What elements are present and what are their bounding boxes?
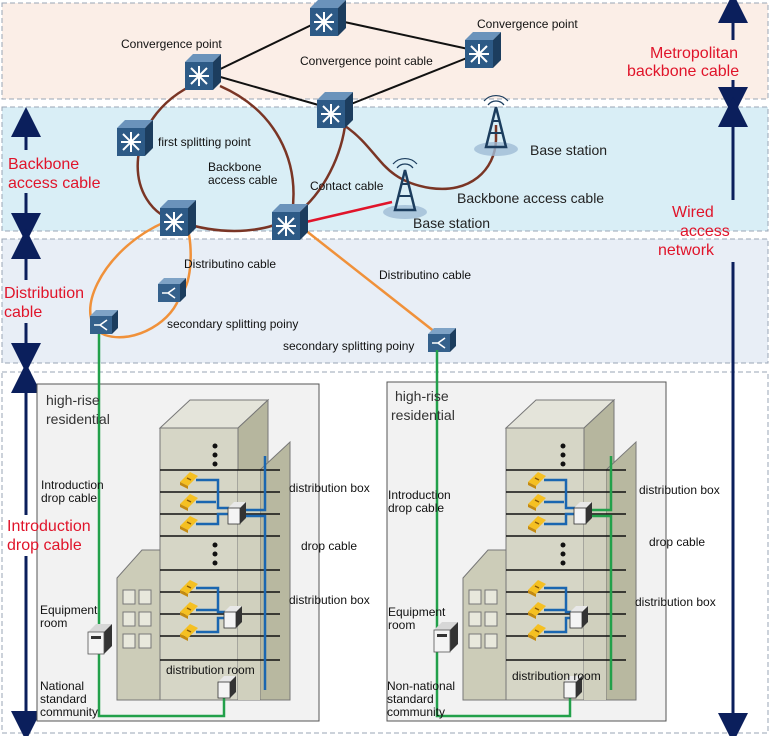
building-left-equipment-room-line1: Equipment	[40, 603, 98, 617]
building-left	[116, 398, 291, 701]
base-station-top-label: Base station	[530, 142, 608, 158]
building-left-dist-box-top: distribution box	[289, 481, 370, 495]
splitting-switch-lower-left-icon	[159, 199, 197, 237]
convergence-switch-left-icon	[184, 53, 222, 91]
distribution-cable-right	[299, 225, 441, 337]
backbone-access-branch	[219, 84, 295, 215]
intro-zone-label-line2: drop cable	[7, 537, 82, 554]
distribution-box-icon	[573, 501, 593, 525]
backbone-access-right	[344, 124, 498, 191]
secondary-splitter-left-icon	[89, 309, 119, 335]
secondary-splitter-mid-icon	[157, 277, 187, 303]
metro-ring	[209, 17, 483, 111]
convergence-point-right-label: Convergence point	[477, 17, 578, 31]
first-splitting-point-label: first splitting point	[158, 135, 251, 149]
building-left-equipment-room-line2: room	[40, 616, 68, 630]
backbone-access-cable-right-label: Backbone access cable	[457, 190, 605, 206]
building-right	[462, 398, 637, 701]
intro-drop-cable-left	[97, 334, 226, 718]
building-left-distribution-room: distribution room	[166, 663, 255, 677]
building-left-drop-cable: drop cable	[301, 539, 358, 553]
metro-backbone-zone	[1, 2, 769, 100]
base-station-bottom-label: Base station	[413, 215, 491, 231]
distribution-cable-left-label: Distributino cable	[184, 257, 277, 271]
equipment-room-server-icon	[87, 623, 113, 655]
building-right-title-line2: residential	[391, 407, 455, 423]
intro-drop-cable-right	[435, 350, 572, 718]
distribution-zone	[1, 238, 769, 364]
contact-cable-label: Contact cable	[310, 179, 384, 193]
metro-backbone-label-line1: Metropolitan	[650, 45, 739, 62]
splitting-switch-lower-right-icon	[271, 203, 309, 241]
wired-label-line1: Wired	[672, 204, 714, 221]
metro-backbone-label-line2: backbone cable	[627, 63, 740, 80]
building-right-title-line1: high-rise	[395, 388, 449, 404]
convergence-point-left-label: Convergence point	[121, 37, 222, 51]
distribution-zone-label-line2: cable	[4, 304, 43, 321]
building-right-community-line1: Non-national	[387, 679, 456, 693]
building-left-community-line1: National	[40, 679, 85, 693]
wired-label-line3: network	[658, 242, 715, 259]
building-right-equipment-room-line2: room	[388, 618, 416, 632]
backbone-zone-label-line2: access cable	[8, 175, 101, 192]
distribution-cable-right-label: Distributino cable	[379, 268, 472, 282]
convergence-switch-top-icon	[309, 0, 347, 37]
building-left-intro-drop-line2: drop cable	[41, 491, 98, 505]
contact-cable-line	[305, 200, 393, 224]
secondary-splitting-left-label: secondary splitting poiny	[167, 317, 299, 331]
building-left-community-line2: standard	[40, 692, 87, 706]
building-right-drop-cable: drop cable	[649, 535, 706, 549]
convergence-switch-right-icon	[464, 31, 502, 69]
convergence-switch-mid-icon	[316, 91, 354, 129]
building-left-title-line2: residential	[46, 411, 110, 427]
building-left-title-line1: high-rise	[46, 392, 100, 408]
equipment-room-server-icon	[433, 621, 459, 653]
building-right-equipment-room-line1: Equipment	[388, 605, 446, 619]
wired-label-line2: access	[680, 223, 730, 240]
first-splitting-switch-icon	[116, 119, 154, 157]
distribution-zone-label-line1: Distribution	[4, 285, 85, 302]
building-right-intro-drop-line1: Introduction	[388, 488, 451, 502]
building-left-intro-drop-line1: Introduction	[41, 478, 104, 492]
backbone-access-cable-label-line2: access cable	[208, 173, 278, 187]
building-right-community-line3: community	[387, 705, 446, 719]
distribution-box-icon	[569, 605, 589, 629]
building-left-community-line3: community	[40, 705, 99, 719]
convergence-point-cable-label: Convergence point cable	[300, 54, 433, 68]
building-right-community-line2: standard	[387, 692, 434, 706]
backbone-access-cable-label-line1: Backbone	[208, 160, 262, 174]
building-right-dist-box-top: distribution box	[639, 483, 720, 497]
building-right-intro-drop-line2: drop cable	[388, 501, 445, 515]
intro-zone-label-line1: Introduction	[7, 518, 91, 535]
secondary-splitter-right-icon	[427, 327, 457, 353]
secondary-splitting-right-label: secondary splitting poiny	[283, 339, 415, 353]
building-left-dist-box-bottom: distribution box	[289, 593, 370, 607]
building-right-distribution-room: distribution room	[512, 669, 601, 683]
backbone-zone-label-line1: Backbone	[8, 156, 80, 173]
building-right-dist-box-bottom: distribution box	[635, 595, 716, 609]
